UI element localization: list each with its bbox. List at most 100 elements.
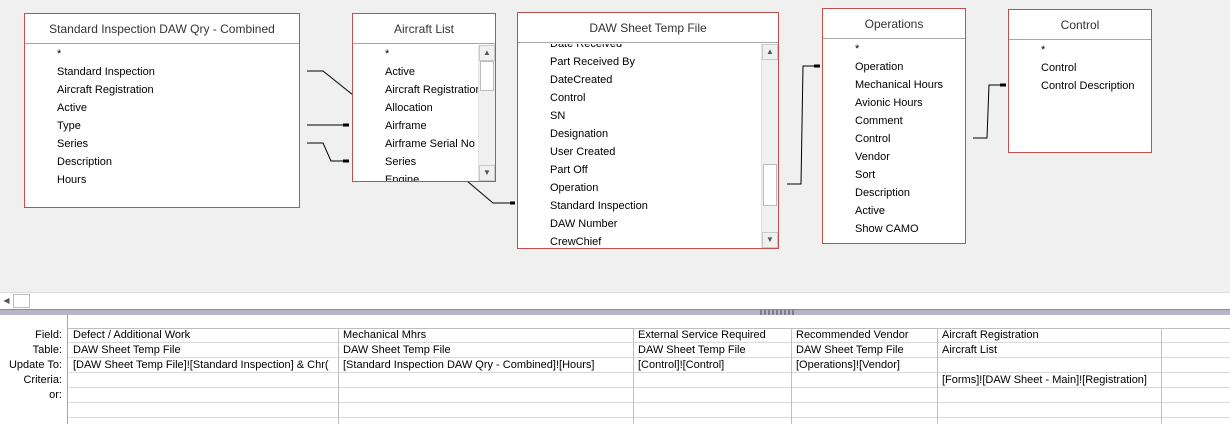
table-operations[interactable]: Operations * Operation Mechanical Hours … <box>822 8 966 244</box>
field-list-item[interactable]: Control Description <box>1041 80 1135 92</box>
query-design-surface[interactable]: Standard Inspection DAW Qry - Combined *… <box>0 0 1230 292</box>
horizontal-scrollbar[interactable]: ◀ <box>0 292 1230 309</box>
scroll-left-arrow-icon[interactable]: ◀ <box>3 296 10 305</box>
grid-cell-criteria[interactable] <box>792 373 937 388</box>
grid-cell-update-to[interactable]: [DAW Sheet Temp File]![Standard Inspecti… <box>69 358 338 373</box>
grid-cell-criteria[interactable] <box>634 373 791 388</box>
grid-cell-table[interactable] <box>1162 343 1230 358</box>
field-list-item[interactable]: Vendor <box>855 151 890 163</box>
grid-column[interactable]: External Service Required DAW Sheet Temp… <box>634 328 792 424</box>
grid-column-empty[interactable] <box>1162 328 1230 424</box>
scroll-thumb[interactable] <box>480 61 494 91</box>
field-list-item[interactable]: Active <box>57 102 87 114</box>
scroll-down-arrow-icon[interactable]: ▼ <box>479 165 495 181</box>
join-line-control[interactable] <box>973 84 1001 139</box>
field-list-item[interactable]: Hours <box>57 174 87 186</box>
grid-cell-update-to[interactable]: [Control]![Control] <box>634 358 791 373</box>
table-aircraft-list[interactable]: Aircraft List * Active Aircraft Registra… <box>352 13 496 182</box>
field-list-item[interactable]: Series <box>57 138 89 150</box>
grid-cell-or[interactable] <box>634 388 791 403</box>
field-list-item[interactable]: Date Received <box>550 44 623 50</box>
scroll-down-arrow-icon[interactable]: ▼ <box>762 232 778 248</box>
grid-cell-table[interactable]: DAW Sheet Temp File <box>792 343 937 358</box>
grid-column[interactable]: Recommended Vendor DAW Sheet Temp File [… <box>792 328 938 424</box>
grid-cell-field[interactable]: Mechanical Mhrs <box>339 328 633 343</box>
grid-cell-criteria[interactable] <box>69 373 338 388</box>
grid-cell-criteria[interactable]: [Forms]![DAW Sheet - Main]![Registration… <box>938 373 1161 388</box>
table-title[interactable]: Operations <box>823 9 965 39</box>
field-list-item[interactable]: CrewChief <box>550 236 602 248</box>
field-list-item[interactable]: Sort <box>855 169 876 181</box>
grid-cell-update-to[interactable]: [Operations]![Vendor] <box>792 358 937 373</box>
grid-cell-blank[interactable] <box>1162 403 1230 418</box>
field-list-item[interactable]: Operation <box>855 61 904 73</box>
grid-cell-table[interactable]: DAW Sheet Temp File <box>634 343 791 358</box>
grid-cell-field[interactable]: Recommended Vendor <box>792 328 937 343</box>
grid-cell-table[interactable]: Aircraft List <box>938 343 1161 358</box>
field-list[interactable]: Date Received Part Received By DateCreat… <box>518 44 761 248</box>
vertical-scrollbar[interactable]: ▲ ▼ <box>478 45 495 181</box>
grid-cell-or[interactable] <box>339 388 633 403</box>
table-title[interactable]: DAW Sheet Temp File <box>518 13 778 43</box>
grid-column[interactable]: Defect / Additional Work DAW Sheet Temp … <box>69 328 339 424</box>
field-list-item[interactable]: * <box>385 48 390 60</box>
field-list-item[interactable]: Operation <box>550 182 599 194</box>
field-list-item[interactable]: Engine <box>385 174 420 181</box>
field-list-item[interactable]: Aircraft Registration <box>385 84 478 96</box>
field-list-item[interactable]: Standard Inspection <box>57 66 155 78</box>
table-daw-sheet-temp-file[interactable]: DAW Sheet Temp File Date Received Part R… <box>517 12 779 249</box>
field-list-item[interactable]: Mechanical Hours <box>855 79 944 91</box>
field-list-item[interactable]: Avionic Hours <box>855 97 923 109</box>
join-line-standard-inspection[interactable] <box>466 180 511 204</box>
field-list-item[interactable]: Series <box>385 156 417 168</box>
field-list-item[interactable]: * <box>1041 44 1046 56</box>
field-list-item[interactable]: Comment <box>855 115 903 127</box>
grid-cell-field[interactable]: External Service Required <box>634 328 791 343</box>
splitter-grip-icon[interactable] <box>760 310 796 315</box>
field-list-item[interactable]: SN <box>550 110 566 122</box>
join-line-series[interactable] <box>307 142 343 162</box>
field-list[interactable]: * Control Control Description <box>1009 41 1151 152</box>
grid-cell-field[interactable]: Defect / Additional Work <box>69 328 338 343</box>
table-standard-inspection-daw-qry[interactable]: Standard Inspection DAW Qry - Combined *… <box>24 13 300 208</box>
grid-cell-or[interactable] <box>1162 388 1230 403</box>
grid-cell-field[interactable]: Aircraft Registration <box>938 328 1161 343</box>
table-title[interactable]: Standard Inspection DAW Qry - Combined <box>25 14 299 44</box>
grid-cell-or[interactable] <box>938 388 1161 403</box>
scroll-thumb[interactable] <box>13 294 30 308</box>
grid-cell-table[interactable]: DAW Sheet Temp File <box>69 343 338 358</box>
grid-cell-criteria[interactable] <box>339 373 633 388</box>
join-line-operation[interactable] <box>787 65 815 185</box>
field-list-item[interactable]: Airframe Serial No <box>385 138 475 150</box>
field-list-item[interactable]: Allocation <box>385 102 433 114</box>
field-list-item[interactable]: Active <box>385 66 415 78</box>
field-list-item[interactable]: Part Off <box>550 164 588 176</box>
field-list-item[interactable]: Control <box>1041 62 1077 74</box>
table-control[interactable]: Control * Control Control Description <box>1008 9 1152 153</box>
field-list-item[interactable]: Active <box>855 205 885 217</box>
field-list-item[interactable]: * <box>855 43 860 55</box>
field-list-item[interactable]: DAW Number <box>550 218 618 230</box>
field-list-item[interactable]: * <box>57 48 62 60</box>
field-list-item[interactable]: Part Received By <box>550 56 635 68</box>
scroll-up-arrow-icon[interactable]: ▲ <box>762 44 778 60</box>
grid-cell-update-to[interactable] <box>1162 358 1230 373</box>
field-list-item[interactable]: Type <box>57 120 81 132</box>
field-list-item[interactable]: User Created <box>550 146 616 158</box>
pane-splitter[interactable] <box>0 309 1230 315</box>
field-list[interactable]: * Standard Inspection Aircraft Registrat… <box>25 45 299 207</box>
field-list-item[interactable]: Description <box>855 187 911 199</box>
join-line-registration[interactable] <box>307 70 354 96</box>
field-list-item[interactable]: DateCreated <box>550 74 613 86</box>
grid-cell-or[interactable] <box>69 388 338 403</box>
field-list-item[interactable]: Aircraft Registration <box>57 84 154 96</box>
grid-cell-criteria[interactable] <box>1162 373 1230 388</box>
grid-column[interactable]: Aircraft Registration Aircraft List [For… <box>938 328 1162 424</box>
field-list-item[interactable]: Designation <box>550 128 609 140</box>
table-title[interactable]: Control <box>1009 10 1151 40</box>
grid-cell-field[interactable] <box>1162 328 1230 343</box>
grid-cell-blank[interactable] <box>69 403 338 418</box>
field-list[interactable]: * Operation Mechanical Hours Avionic Hou… <box>823 40 965 243</box>
grid-cell-update-to[interactable]: [Standard Inspection DAW Qry - Combined]… <box>339 358 633 373</box>
field-list-item[interactable]: Show CAMO <box>855 223 919 235</box>
